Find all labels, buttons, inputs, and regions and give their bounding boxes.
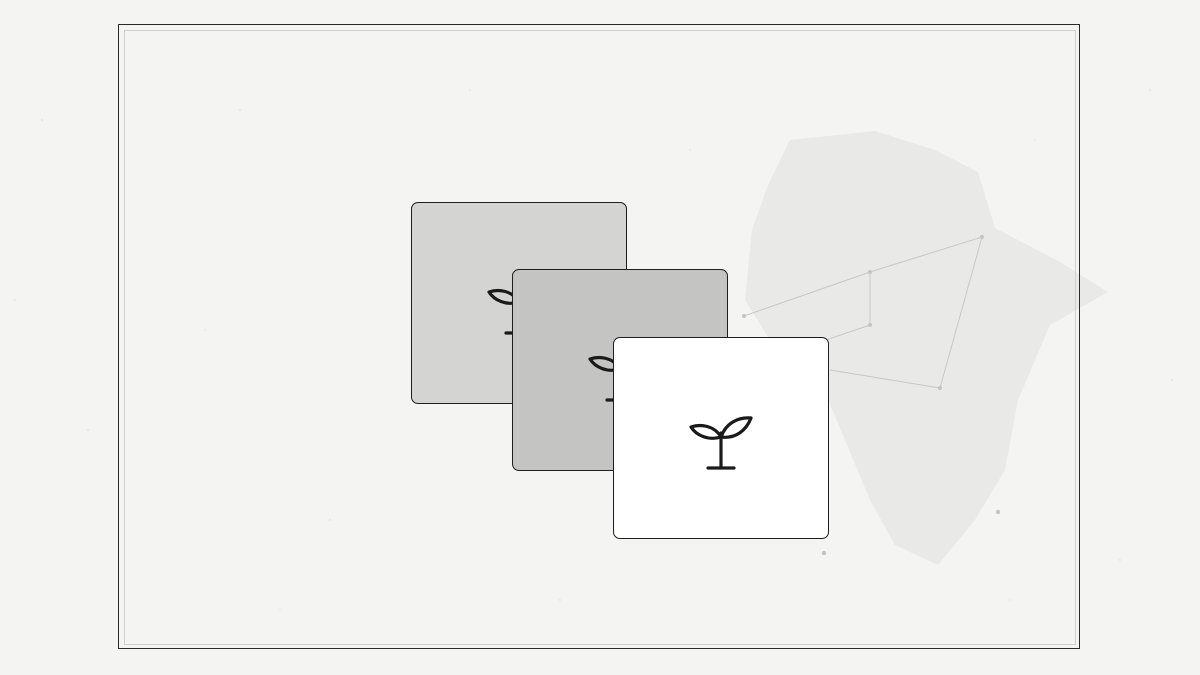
inner-frame [124,30,1076,645]
background-blob [745,131,1108,565]
outer-frame [118,24,1080,649]
constellation [743,236,983,389]
card-front[interactable] [613,337,829,539]
sprout-icon [686,403,756,473]
